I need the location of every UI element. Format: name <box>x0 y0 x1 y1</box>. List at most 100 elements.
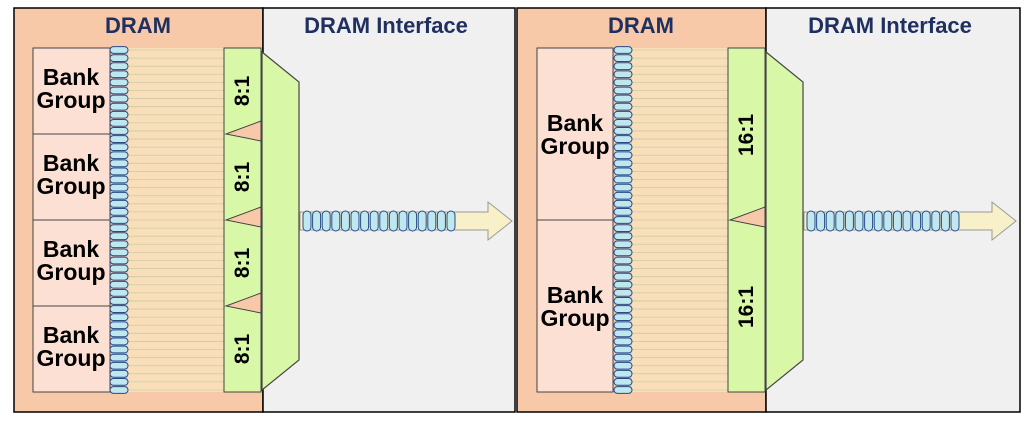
pin-column-2 <box>613 46 633 394</box>
output-pin <box>417 210 427 232</box>
mux-ratio-label: 16:1 <box>735 114 758 156</box>
bank-groups-2: Bank Group Bank Group <box>536 47 614 393</box>
output-pin <box>950 210 960 232</box>
pin <box>109 297 129 305</box>
pin <box>109 345 129 354</box>
pin <box>613 369 633 378</box>
pin <box>109 78 129 87</box>
pin <box>613 167 633 176</box>
pin <box>613 191 633 200</box>
bank-group-box <box>32 133 111 221</box>
pin <box>109 272 129 281</box>
output-pin <box>321 210 331 232</box>
pin <box>613 86 633 95</box>
pin <box>109 86 129 95</box>
output-pin <box>835 210 845 232</box>
output-pin <box>331 210 341 232</box>
pin <box>613 353 633 362</box>
dram-title-1: DRAM <box>105 13 171 38</box>
output-pin <box>302 210 312 232</box>
bank-group-label: Group <box>37 259 106 285</box>
pin <box>613 78 633 87</box>
mux-notch <box>728 206 766 228</box>
output-pin <box>892 210 902 232</box>
output-pin <box>398 210 408 232</box>
pin <box>109 224 129 232</box>
pin <box>613 224 633 232</box>
pin <box>613 313 633 322</box>
pin <box>109 305 129 313</box>
pin <box>109 208 129 216</box>
pin <box>613 54 633 62</box>
output-pins-1 <box>302 210 456 232</box>
pin <box>613 70 633 79</box>
interface-mux-1 <box>261 50 300 392</box>
pin <box>109 353 129 362</box>
pin <box>109 135 129 143</box>
bank-group-label: Group <box>541 133 610 159</box>
mux-notch <box>224 206 262 228</box>
output-pin <box>912 210 922 232</box>
pin <box>109 386 129 394</box>
bank-group-label: Group <box>37 87 106 113</box>
pin <box>613 329 633 338</box>
pin <box>109 232 129 241</box>
pin <box>109 313 129 322</box>
mux-notch <box>224 292 262 314</box>
panel-2: DRAM DRAM Interface Bank Group Bank Grou… <box>516 7 1021 413</box>
pin <box>613 386 633 394</box>
pin <box>613 159 633 168</box>
output-pin <box>388 210 398 232</box>
output-pin <box>854 210 864 232</box>
pin-column-1 <box>109 46 129 394</box>
pin <box>109 118 129 127</box>
pin <box>613 248 633 257</box>
pin <box>109 248 129 257</box>
output-pin <box>921 210 931 232</box>
pin <box>613 337 633 346</box>
pin <box>109 191 129 200</box>
pin <box>109 175 129 184</box>
bank-group-box <box>536 47 614 221</box>
pin <box>109 62 129 71</box>
pin <box>613 232 633 241</box>
pin <box>109 127 129 135</box>
bank-group-label: Bank <box>547 282 603 308</box>
pin <box>613 46 633 54</box>
pin <box>613 321 633 330</box>
output-pin <box>825 210 835 232</box>
pin <box>613 272 633 281</box>
bank-group-box <box>32 305 111 393</box>
pin <box>613 135 633 143</box>
bank-group-label: Bank <box>43 64 99 90</box>
pin <box>109 167 129 176</box>
bank-group-label: Group <box>37 173 106 199</box>
pin <box>109 378 129 386</box>
output-pin <box>806 210 816 232</box>
dram-title-2: DRAM <box>608 13 674 38</box>
mux-ratio-label: 8:1 <box>231 248 254 279</box>
pin <box>109 337 129 346</box>
pin <box>109 256 129 265</box>
pin <box>613 280 633 289</box>
pin <box>613 305 633 313</box>
output-pin <box>427 210 437 232</box>
output-pin <box>312 210 322 232</box>
bank-group-label: Group <box>37 345 106 371</box>
bank-group-label: Bank <box>43 322 99 348</box>
pin <box>109 280 129 289</box>
pin <box>613 240 633 249</box>
mux-ratio-label: 8:1 <box>231 76 254 107</box>
pin <box>613 127 633 135</box>
bank-group-label: Bank <box>43 236 99 262</box>
pin <box>109 110 129 119</box>
pin <box>109 216 129 224</box>
pin <box>109 321 129 330</box>
pin <box>613 264 633 273</box>
pin <box>613 378 633 386</box>
pin <box>613 288 633 297</box>
pin <box>613 62 633 71</box>
pin <box>109 183 129 192</box>
mux-ratio-label: 8:1 <box>231 334 254 365</box>
